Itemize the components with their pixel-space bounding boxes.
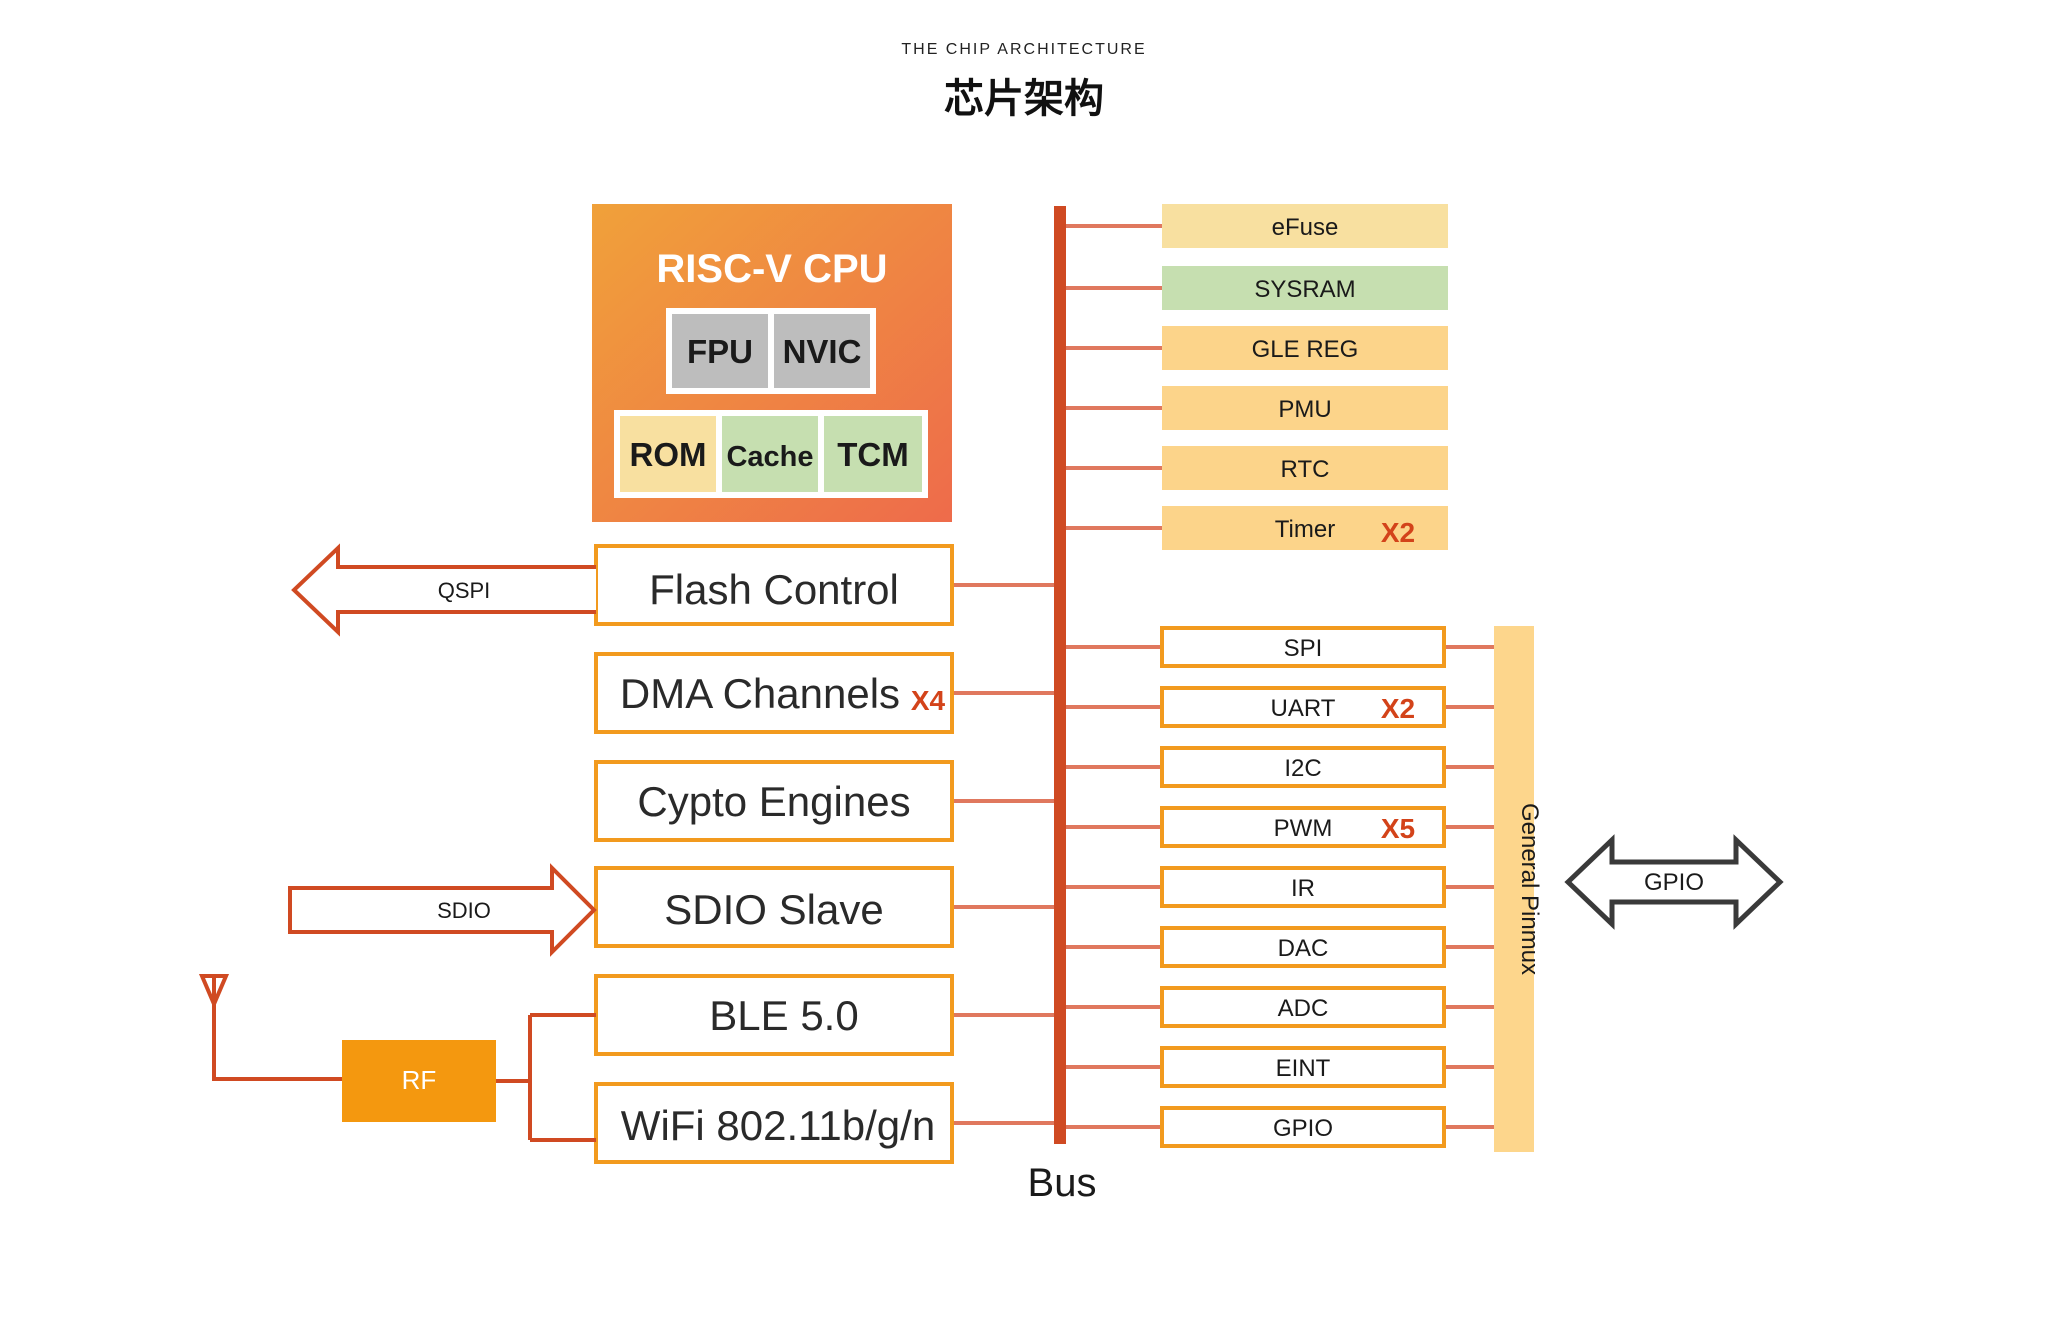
gle-reg-block <box>1162 326 1448 370</box>
pwm-block <box>1160 806 1446 848</box>
cache-label: Cache <box>726 441 813 473</box>
crypto-engines-block <box>594 760 954 842</box>
qspi-arrow <box>291 543 596 637</box>
sdio-slave-label: SDIO Slave <box>664 886 883 933</box>
timer-block <box>1162 506 1448 550</box>
rf-connector <box>496 1013 596 1142</box>
dma-channels-multiplier: X4 <box>911 685 946 716</box>
sdio-label: SDIO <box>437 898 491 923</box>
header-subtitle: THE CHIP ARCHITECTURE <box>901 41 1146 58</box>
ir-label: IR <box>1291 875 1315 902</box>
pmu-block <box>1162 386 1448 430</box>
sdio-arrow <box>288 863 597 957</box>
rf-section: RF <box>198 974 596 1142</box>
sdio-interface: SDIO <box>288 863 597 957</box>
general-pinmux-label: General Pinmux <box>1516 803 1543 975</box>
pwm-multiplier: X5 <box>1381 813 1415 844</box>
timer-label: Timer <box>1275 516 1335 543</box>
antenna-icon <box>198 974 342 1081</box>
wifi-label: WiFi 802.11b/g/n <box>621 1102 935 1149</box>
gpio-interface: GPIO <box>1564 834 1784 930</box>
peripheral-blocks: SPI UART X2 I2C PWM X5 IR DAC ADC EINT <box>1066 626 1494 1148</box>
qspi-interface: QSPI <box>291 543 596 637</box>
qspi-label: QSPI <box>438 578 491 603</box>
gpio-double-arrow <box>1564 834 1784 930</box>
crypto-engines-label: Cypto Engines <box>637 778 910 825</box>
fpu-label: FPU <box>687 333 753 370</box>
pmu-label: PMU <box>1278 396 1331 423</box>
timer-multiplier: X2 <box>1381 517 1415 548</box>
sysram-label: SYSRAM <box>1254 276 1355 303</box>
dma-channels-block <box>594 652 954 734</box>
wifi-block <box>594 1082 954 1164</box>
rom-block <box>620 416 716 492</box>
cache-block <box>722 416 818 492</box>
eint-label: EINT <box>1276 1055 1331 1082</box>
rf-block <box>342 1040 496 1122</box>
gle-reg-label: GLE REG <box>1252 336 1359 363</box>
ble-label: BLE 5.0 <box>709 992 858 1039</box>
gpio-block <box>1160 1106 1446 1148</box>
nvic-block <box>774 314 870 388</box>
efuse-block <box>1162 204 1448 248</box>
flash-control-block <box>594 544 954 626</box>
memory-blocks: eFuse SYSRAM GLE REG PMU RTC Timer X2 <box>1066 204 1448 550</box>
adc-block <box>1160 986 1446 1028</box>
rtc-block <box>1162 446 1448 490</box>
ble-block <box>594 974 954 1056</box>
spi-block <box>1160 626 1446 668</box>
efuse-label: eFuse <box>1272 214 1339 241</box>
tcm-block <box>824 416 922 492</box>
rtc-label: RTC <box>1281 456 1330 483</box>
gpio-block-label: GPIO <box>1273 1115 1333 1142</box>
header-title: 芯片架构 <box>944 77 1104 121</box>
uart-label: UART <box>1271 695 1336 722</box>
general-pinmux-bar <box>1494 626 1534 1152</box>
nvic-label: NVIC <box>783 333 862 370</box>
dac-label: DAC <box>1278 935 1329 962</box>
rf-label: RF <box>402 1065 437 1095</box>
ir-block <box>1160 866 1446 908</box>
i2c-label: I2C <box>1284 755 1321 782</box>
rom-label: ROM <box>630 436 707 473</box>
tcm-label: TCM <box>837 436 908 473</box>
uart-block <box>1160 686 1446 728</box>
pwm-label: PWM <box>1274 815 1333 842</box>
eint-block <box>1160 1046 1446 1088</box>
gpio-interface-label: GPIO <box>1644 869 1704 896</box>
dac-block <box>1160 926 1446 968</box>
flash-control-label: Flash Control <box>649 566 899 613</box>
left-blocks: Flash Control DMA Channels X4 Cypto Engi… <box>594 544 1054 1164</box>
dma-channels-label: DMA Channels <box>620 670 900 717</box>
system-bus <box>1054 206 1066 1144</box>
i2c-block <box>1160 746 1446 788</box>
cpu-block: RISC-V CPU FPU NVIC ROM Cache TCM <box>592 204 952 522</box>
spi-label: SPI <box>1284 635 1323 662</box>
uart-multiplier: X2 <box>1381 693 1415 724</box>
cpu-title: RISC-V CPU <box>656 247 887 291</box>
bus-label: Bus <box>1028 1161 1097 1205</box>
fpu-block <box>672 314 768 388</box>
sysram-block <box>1162 266 1448 310</box>
sdio-slave-block <box>594 866 954 948</box>
adc-label: ADC <box>1278 995 1329 1022</box>
